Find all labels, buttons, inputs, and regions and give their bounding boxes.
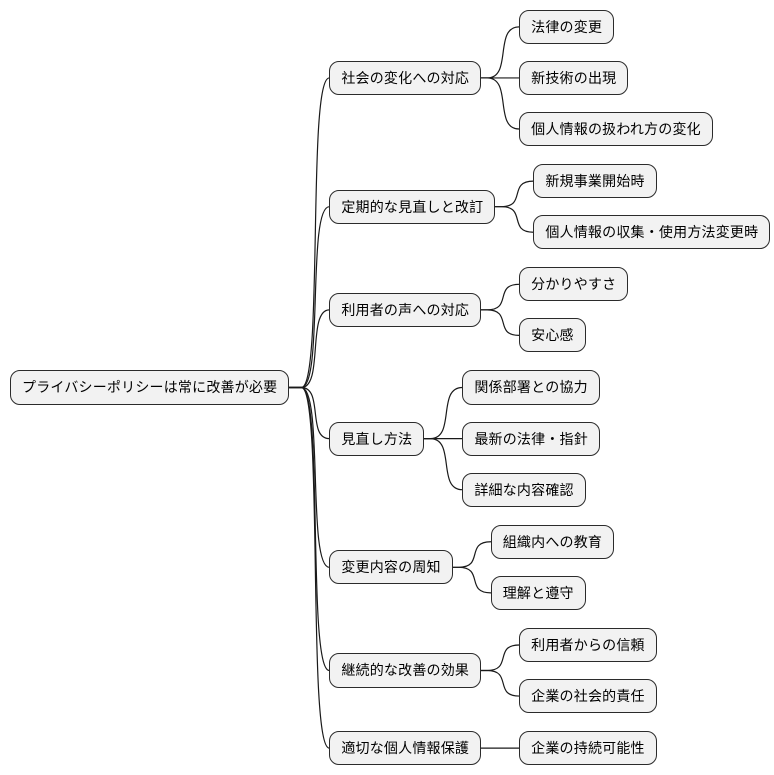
leaf-node: 最新の法律・指針	[462, 421, 600, 456]
leaf-node: 企業の持続可能性	[519, 731, 657, 766]
children-column: 法律の変更新技術の出現個人情報の扱われ方の変化	[519, 9, 713, 147]
branch-group: 社会の変化への対応 法律の変更新技術の出現個人情報の扱われ方の変化	[329, 9, 770, 147]
branch-node: 適切な個人情報保護	[329, 731, 482, 766]
branch-group: 見直し方法 関係部署との協力最新の法律・指針詳細な内容確認	[329, 370, 770, 507]
branch-node: 見直し方法	[329, 421, 425, 456]
leaf-node: 理解と遵守	[490, 575, 586, 610]
leaf-node: 新技術の出現	[519, 60, 629, 95]
branch-node: 変更内容の周知	[329, 550, 453, 585]
children-column: 利用者からの信頼企業の社会的責任	[519, 627, 657, 714]
branches-column: 社会の変化への対応 法律の変更新技術の出現個人情報の扱われ方の変化定期的な見直しと…	[329, 9, 771, 766]
branch-group: 適切な個人情報保護 企業の持続可能性	[329, 731, 770, 766]
branch-group: 変更内容の周知 組織内への教育理解と遵守	[329, 524, 770, 610]
children-column: 組織内への教育理解と遵守	[490, 524, 615, 610]
children-column: 分かりやすさ安心感	[519, 267, 629, 353]
branch-node: 社会の変化への対応	[329, 60, 482, 95]
leaf-node: 利用者からの信頼	[519, 627, 657, 663]
branch-group: 定期的な見直しと改訂 新規事業開始時個人情報の収集・使用方法変更時	[329, 164, 771, 250]
branch-group: 利用者の声への対応 分かりやすさ安心感	[329, 267, 770, 353]
leaf-node: 法律の変更	[519, 9, 615, 44]
branch-node: 定期的な見直しと改訂	[329, 189, 496, 224]
branch-node: 継続的な改善の効果	[329, 653, 482, 688]
leaf-node: 詳細な内容確認	[462, 472, 586, 507]
leaf-node: 新規事業開始時	[533, 164, 657, 199]
leaf-node: 安心感	[519, 318, 586, 353]
leaf-node: 個人情報の扱われ方の変化	[519, 111, 713, 147]
branch-node: 利用者の声への対応	[329, 292, 482, 327]
leaf-node: 組織内への教育	[490, 524, 615, 559]
branch-group: 継続的な改善の効果 利用者からの信頼企業の社会的責任	[329, 627, 770, 714]
root-node: プライバシーポリシーは常に改善が必要	[10, 370, 290, 405]
leaf-node: 分かりやすさ	[519, 267, 629, 302]
children-column: 新規事業開始時個人情報の収集・使用方法変更時	[533, 164, 771, 250]
children-column: 企業の持続可能性	[519, 731, 657, 766]
leaf-node: 関係部署との協力	[462, 370, 600, 405]
leaf-node: 個人情報の収集・使用方法変更時	[533, 215, 771, 250]
children-column: 関係部署との協力最新の法律・指針詳細な内容確認	[462, 370, 600, 507]
leaf-node: 企業の社会的責任	[519, 679, 657, 714]
